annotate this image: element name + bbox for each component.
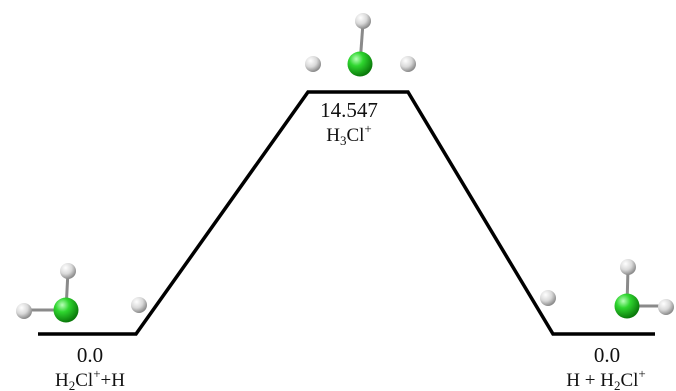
hydrogen-atom bbox=[60, 263, 76, 279]
product-species-label: H + H2Cl+ bbox=[566, 366, 645, 391]
hydrogen-atom bbox=[540, 290, 556, 306]
reactant-molecule bbox=[16, 263, 147, 323]
hydrogen-atom bbox=[131, 297, 147, 313]
chlorine-atom bbox=[53, 297, 79, 323]
hydrogen-atom bbox=[16, 303, 32, 319]
product-molecule bbox=[540, 259, 674, 319]
chlorine-atom bbox=[347, 51, 373, 77]
reactant-energy-label: 0.0 bbox=[77, 343, 103, 367]
hydrogen-atom bbox=[355, 13, 371, 29]
hydrogen-atom bbox=[658, 299, 674, 315]
hydrogen-atom bbox=[305, 56, 321, 72]
transition-state-species-label: H3Cl+ bbox=[326, 121, 372, 148]
chlorine-atom bbox=[614, 293, 640, 319]
hydrogen-atom bbox=[620, 259, 636, 275]
product-energy-label: 0.0 bbox=[594, 343, 620, 367]
transition-state-molecule bbox=[305, 13, 416, 77]
hydrogen-atom bbox=[400, 56, 416, 72]
reactant-species-label: H2Cl++H bbox=[55, 366, 125, 391]
reaction-energy-path bbox=[38, 90, 655, 336]
transition-state-energy-label: 14.547 bbox=[320, 98, 378, 122]
